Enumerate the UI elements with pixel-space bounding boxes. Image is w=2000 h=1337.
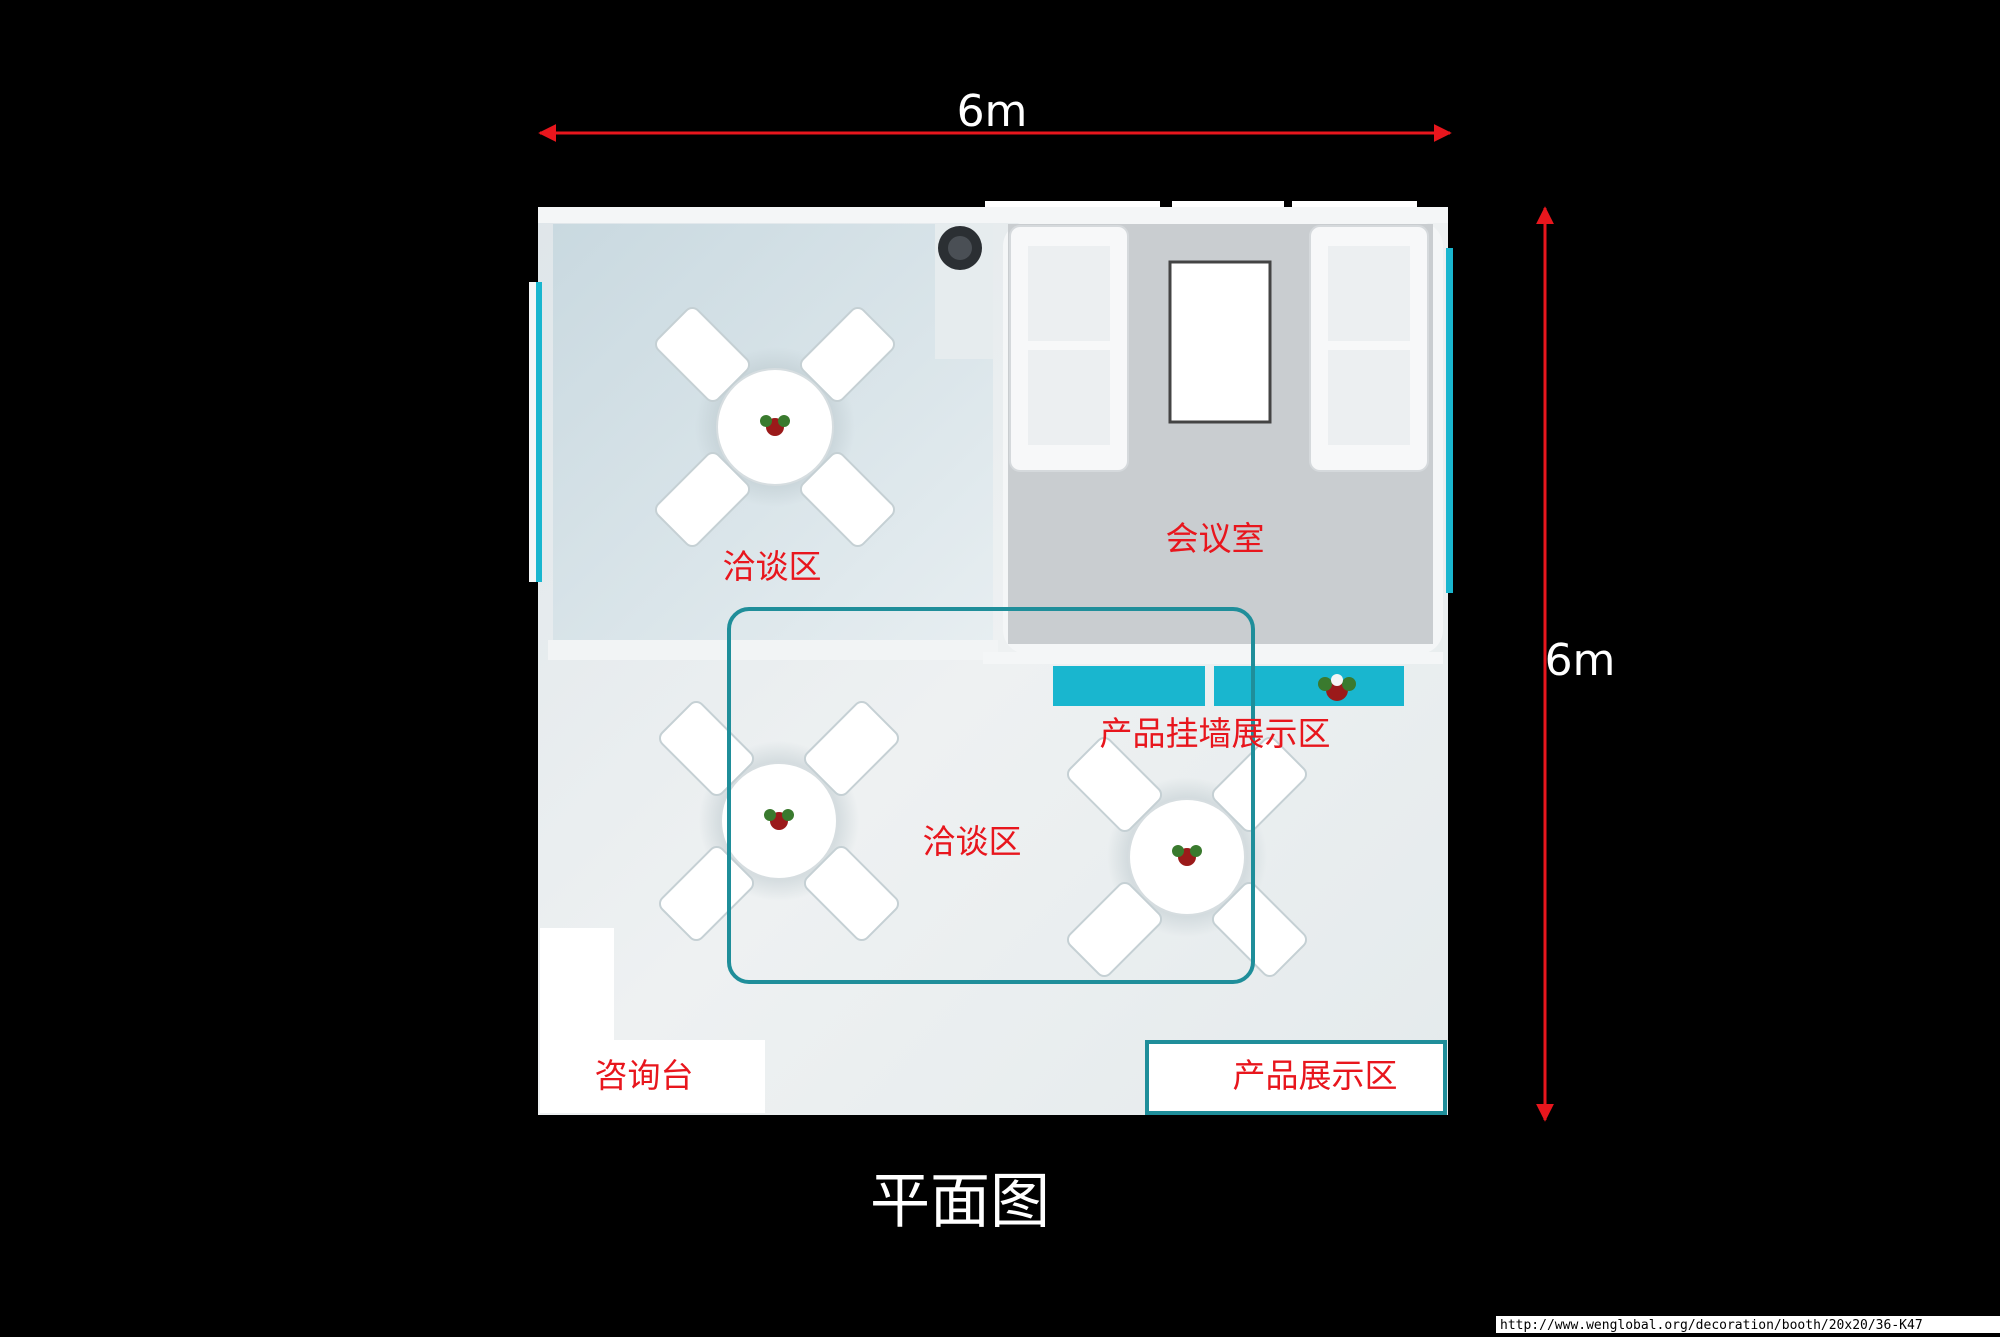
meeting-room: [983, 222, 1443, 664]
table-set-upper: [654, 306, 896, 548]
table-set-left: [658, 700, 900, 942]
wall-display-panels: [1053, 666, 1404, 706]
reception-desk: [540, 928, 765, 1113]
zone-label-wall-display: 产品挂墙展示区: [1100, 714, 1331, 753]
zone-label-negotiation-center: 洽谈区: [923, 822, 1022, 861]
product-display-box: [1145, 1040, 1447, 1115]
sofa-left-icon: [1009, 225, 1129, 472]
plan-title: 平面图: [870, 1167, 1050, 1237]
coffee-table-icon: [1168, 260, 1272, 424]
zone-label-meeting-room: 会议室: [1166, 519, 1265, 558]
zone-label-product-display: 产品展示区: [1233, 1056, 1398, 1095]
flower-icon: [760, 415, 790, 436]
watermark-url: http://www.wenglobal.org/decoration/boot…: [1500, 1318, 1923, 1333]
speaker-icon: [938, 226, 982, 270]
height-label: 6m: [1545, 635, 1616, 686]
width-label: 6m: [957, 86, 1028, 137]
negotiation-area-outline: [727, 607, 1255, 984]
width-dimension: 6m: [538, 86, 1452, 142]
zone-label-negotiation-upper: 洽谈区: [723, 547, 822, 586]
flower-icon: [764, 809, 794, 830]
sofa-right-icon: [1309, 225, 1429, 472]
flower-icon: [1318, 674, 1356, 701]
watermark-box: [1496, 1316, 2000, 1333]
flower-icon: [1172, 845, 1202, 866]
table-set-right: [1066, 736, 1308, 978]
zone-label-reception-desk: 咨询台: [595, 1056, 694, 1095]
height-dimension: 6m: [1536, 206, 1616, 1122]
